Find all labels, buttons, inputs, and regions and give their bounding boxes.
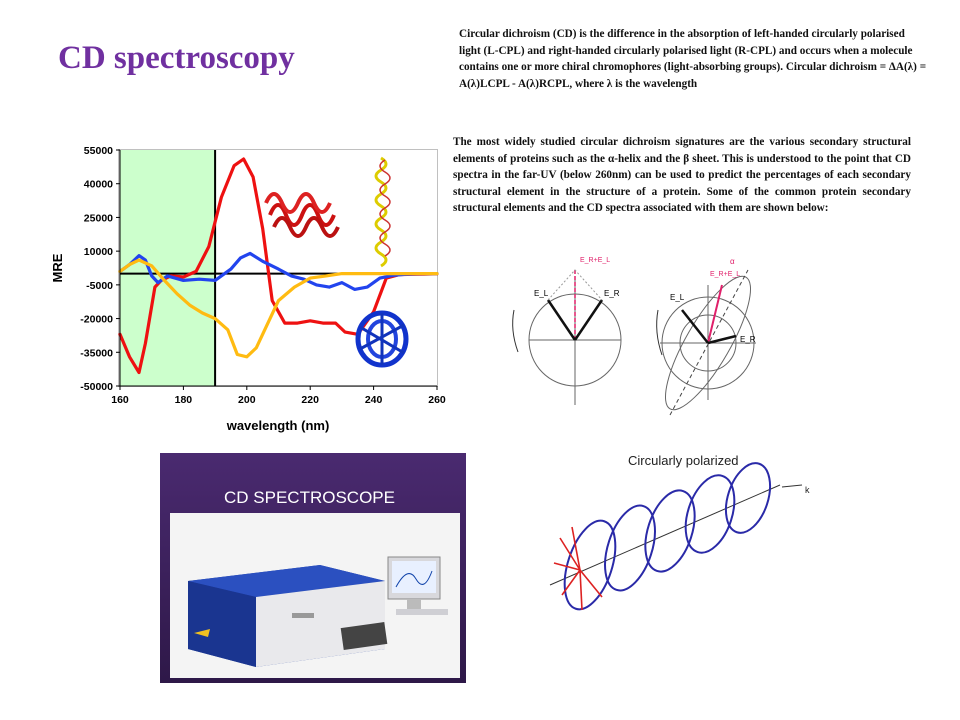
field-vectors xyxy=(553,526,603,611)
er-vector xyxy=(707,334,737,345)
beta-barrel-protein-icon xyxy=(355,310,409,368)
cd-spectroscope-photo: CD SPECTROSCOPE xyxy=(160,453,466,683)
cd-definition-paragraph: Circular dichroism (CD) is the differenc… xyxy=(459,28,927,90)
x-axis-label: wavelength (nm) xyxy=(226,418,330,433)
resultant-label: E_R+E_L xyxy=(710,271,740,278)
slide-title: CD spectroscopy xyxy=(58,40,295,76)
x-tick-label: 180 xyxy=(175,394,193,406)
alpha-helix-protein-icon xyxy=(264,192,340,238)
polarization-helix xyxy=(563,462,772,611)
x-tick-label: 220 xyxy=(301,394,319,406)
helix-title: Circularly polarized xyxy=(628,453,739,468)
propagation-axis xyxy=(549,484,781,586)
resultant-label: E_R+E_L xyxy=(580,257,610,264)
highlight-region xyxy=(120,150,216,386)
y-tick-label: -20000 xyxy=(80,314,113,326)
series-line-2 xyxy=(118,258,439,359)
el-label: E_L xyxy=(534,289,549,298)
er-vector xyxy=(573,299,604,341)
el-vector xyxy=(546,299,577,341)
y-axis-label: MRE xyxy=(50,253,65,282)
coiled-coil-protein-icon xyxy=(374,156,391,268)
k-label: k xyxy=(805,485,810,495)
er-label: E_R xyxy=(740,335,756,344)
cd-spectra-chart: 55000 40000 25000 10000 -5000 -20000 -35000 -50… xyxy=(50,145,446,433)
circular-polarization-diagram: Circularly polarized k xyxy=(549,453,810,611)
y-tick-label: -50000 xyxy=(80,381,113,393)
elliptical-polarization-vector-diagram: α E_R+E_L E_L E_R xyxy=(656,257,756,416)
x-tick-label: 160 xyxy=(111,394,129,406)
secondary-structure-paragraph: The most widely studied circular dichroi… xyxy=(453,136,911,214)
series-line-1 xyxy=(118,251,439,291)
x-tick-label: 260 xyxy=(428,394,446,406)
y-tick-label: 25000 xyxy=(84,212,113,224)
keyboard xyxy=(396,609,448,615)
y-tick-label: 10000 xyxy=(84,246,113,258)
el-vector xyxy=(681,309,709,344)
alpha-label: α xyxy=(730,257,735,266)
y-tick-label: 40000 xyxy=(84,179,113,191)
photo-caption: CD SPECTROSCOPE xyxy=(224,488,395,507)
resultant-vector xyxy=(707,284,723,344)
yellow-latch xyxy=(194,629,210,637)
y-tick-label: 55000 xyxy=(84,145,113,157)
x-tick-label: 200 xyxy=(238,394,256,406)
x-tick-label: 240 xyxy=(365,394,383,406)
y-tick-label: -35000 xyxy=(80,347,113,359)
el-label: E_L xyxy=(670,293,685,302)
er-label: E_R xyxy=(604,289,620,298)
y-tick-label: -5000 xyxy=(86,280,113,292)
linear-polarization-vector-diagram: E_R+E_L E_L E_R xyxy=(512,257,622,405)
